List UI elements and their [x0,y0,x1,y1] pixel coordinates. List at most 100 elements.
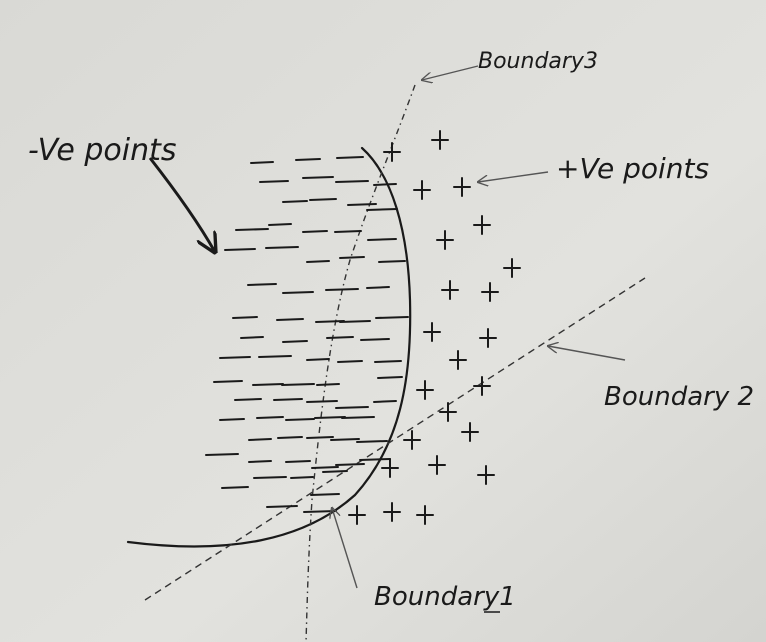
negative-point [339,320,371,323]
pos-points-arrow [478,171,549,182]
boundary-2-arrow [548,346,626,361]
negative-point [373,400,397,403]
pos-points-label: +Ve points [556,152,709,185]
negative-point [347,203,377,206]
negative-point [336,156,364,159]
negative-point [290,476,314,479]
positive-point [473,376,491,396]
negative-point [306,260,330,263]
negative-point [247,283,277,286]
negative-point [366,208,398,211]
negative-point [326,336,354,339]
negative-point [248,438,272,441]
negative-point [341,416,375,419]
negative-point [334,230,362,233]
negative-point [366,286,390,289]
negative-point [330,438,360,441]
negative-point [234,398,262,401]
negative-point [219,418,245,421]
negative-point [248,460,272,463]
negative-point [232,316,258,319]
boundary-2-label: Boundary 2 [604,382,754,412]
boundary-2-line [144,277,646,601]
negative-point [311,466,339,469]
positive-point [348,505,366,525]
negative-point [310,493,340,496]
positive-point [479,328,497,348]
negative-point [325,288,359,291]
positive-points-cluster [348,130,521,525]
negative-point [258,355,292,358]
negative-point [375,316,409,319]
boundary-3-arrow [422,65,479,80]
negative-point [253,476,287,479]
positive-point [381,458,399,478]
negative-point [378,260,406,263]
negative-point [335,463,365,466]
negative-point [281,383,315,386]
negative-point [367,238,397,241]
negative-point [306,358,330,361]
positive-point [383,502,401,522]
positive-point [403,430,421,450]
positive-point [383,142,401,162]
positive-point [439,402,457,422]
negative-point [374,360,402,363]
negative-point [295,158,321,161]
negative-point [205,453,239,456]
negative-point [213,380,243,383]
positive-point [436,230,454,250]
negative-point [268,223,292,226]
positive-point [477,465,495,485]
positive-point [441,280,459,300]
positive-point [428,455,446,475]
negative-point [235,228,269,231]
negative-point [373,183,397,186]
negative-point [322,470,348,473]
negative-point [259,180,289,183]
positive-point [431,130,449,150]
negative-point [273,398,303,401]
boundary-1-curve [126,146,412,548]
negative-points-cluster [205,156,409,513]
positive-point [413,180,431,200]
negative-point [302,230,328,233]
negative-point [356,440,388,443]
positive-point [461,422,479,442]
negative-point [306,400,338,403]
negative-point [360,338,390,341]
boundary-1-label: Boundary1 [374,582,516,612]
negative-point [219,356,251,359]
negative-point [252,383,284,386]
negative-point [335,180,369,183]
negative-point [303,510,337,513]
negative-point [224,248,256,251]
positive-point [416,505,434,525]
negative-point [276,318,304,321]
positive-point [503,258,521,278]
positive-point [423,322,441,342]
negative-point [277,436,303,439]
negative-point [315,320,345,323]
negative-point [250,161,274,164]
boundary-1-arrow [332,508,358,589]
negative-point [221,486,249,489]
positive-point [416,380,434,400]
negative-point [316,383,340,386]
negative-point [314,416,346,419]
positive-point [449,350,467,370]
negative-point [282,291,314,294]
negative-point [339,256,365,259]
negative-point [282,340,308,343]
negative-point [256,416,284,419]
negative-point [335,406,369,409]
negative-point [309,198,337,201]
negative-point [337,360,363,363]
positive-point [481,282,499,302]
boundary-3-line [305,84,416,642]
negative-point [240,336,264,339]
negative-point [359,458,391,461]
negative-point [266,505,298,508]
